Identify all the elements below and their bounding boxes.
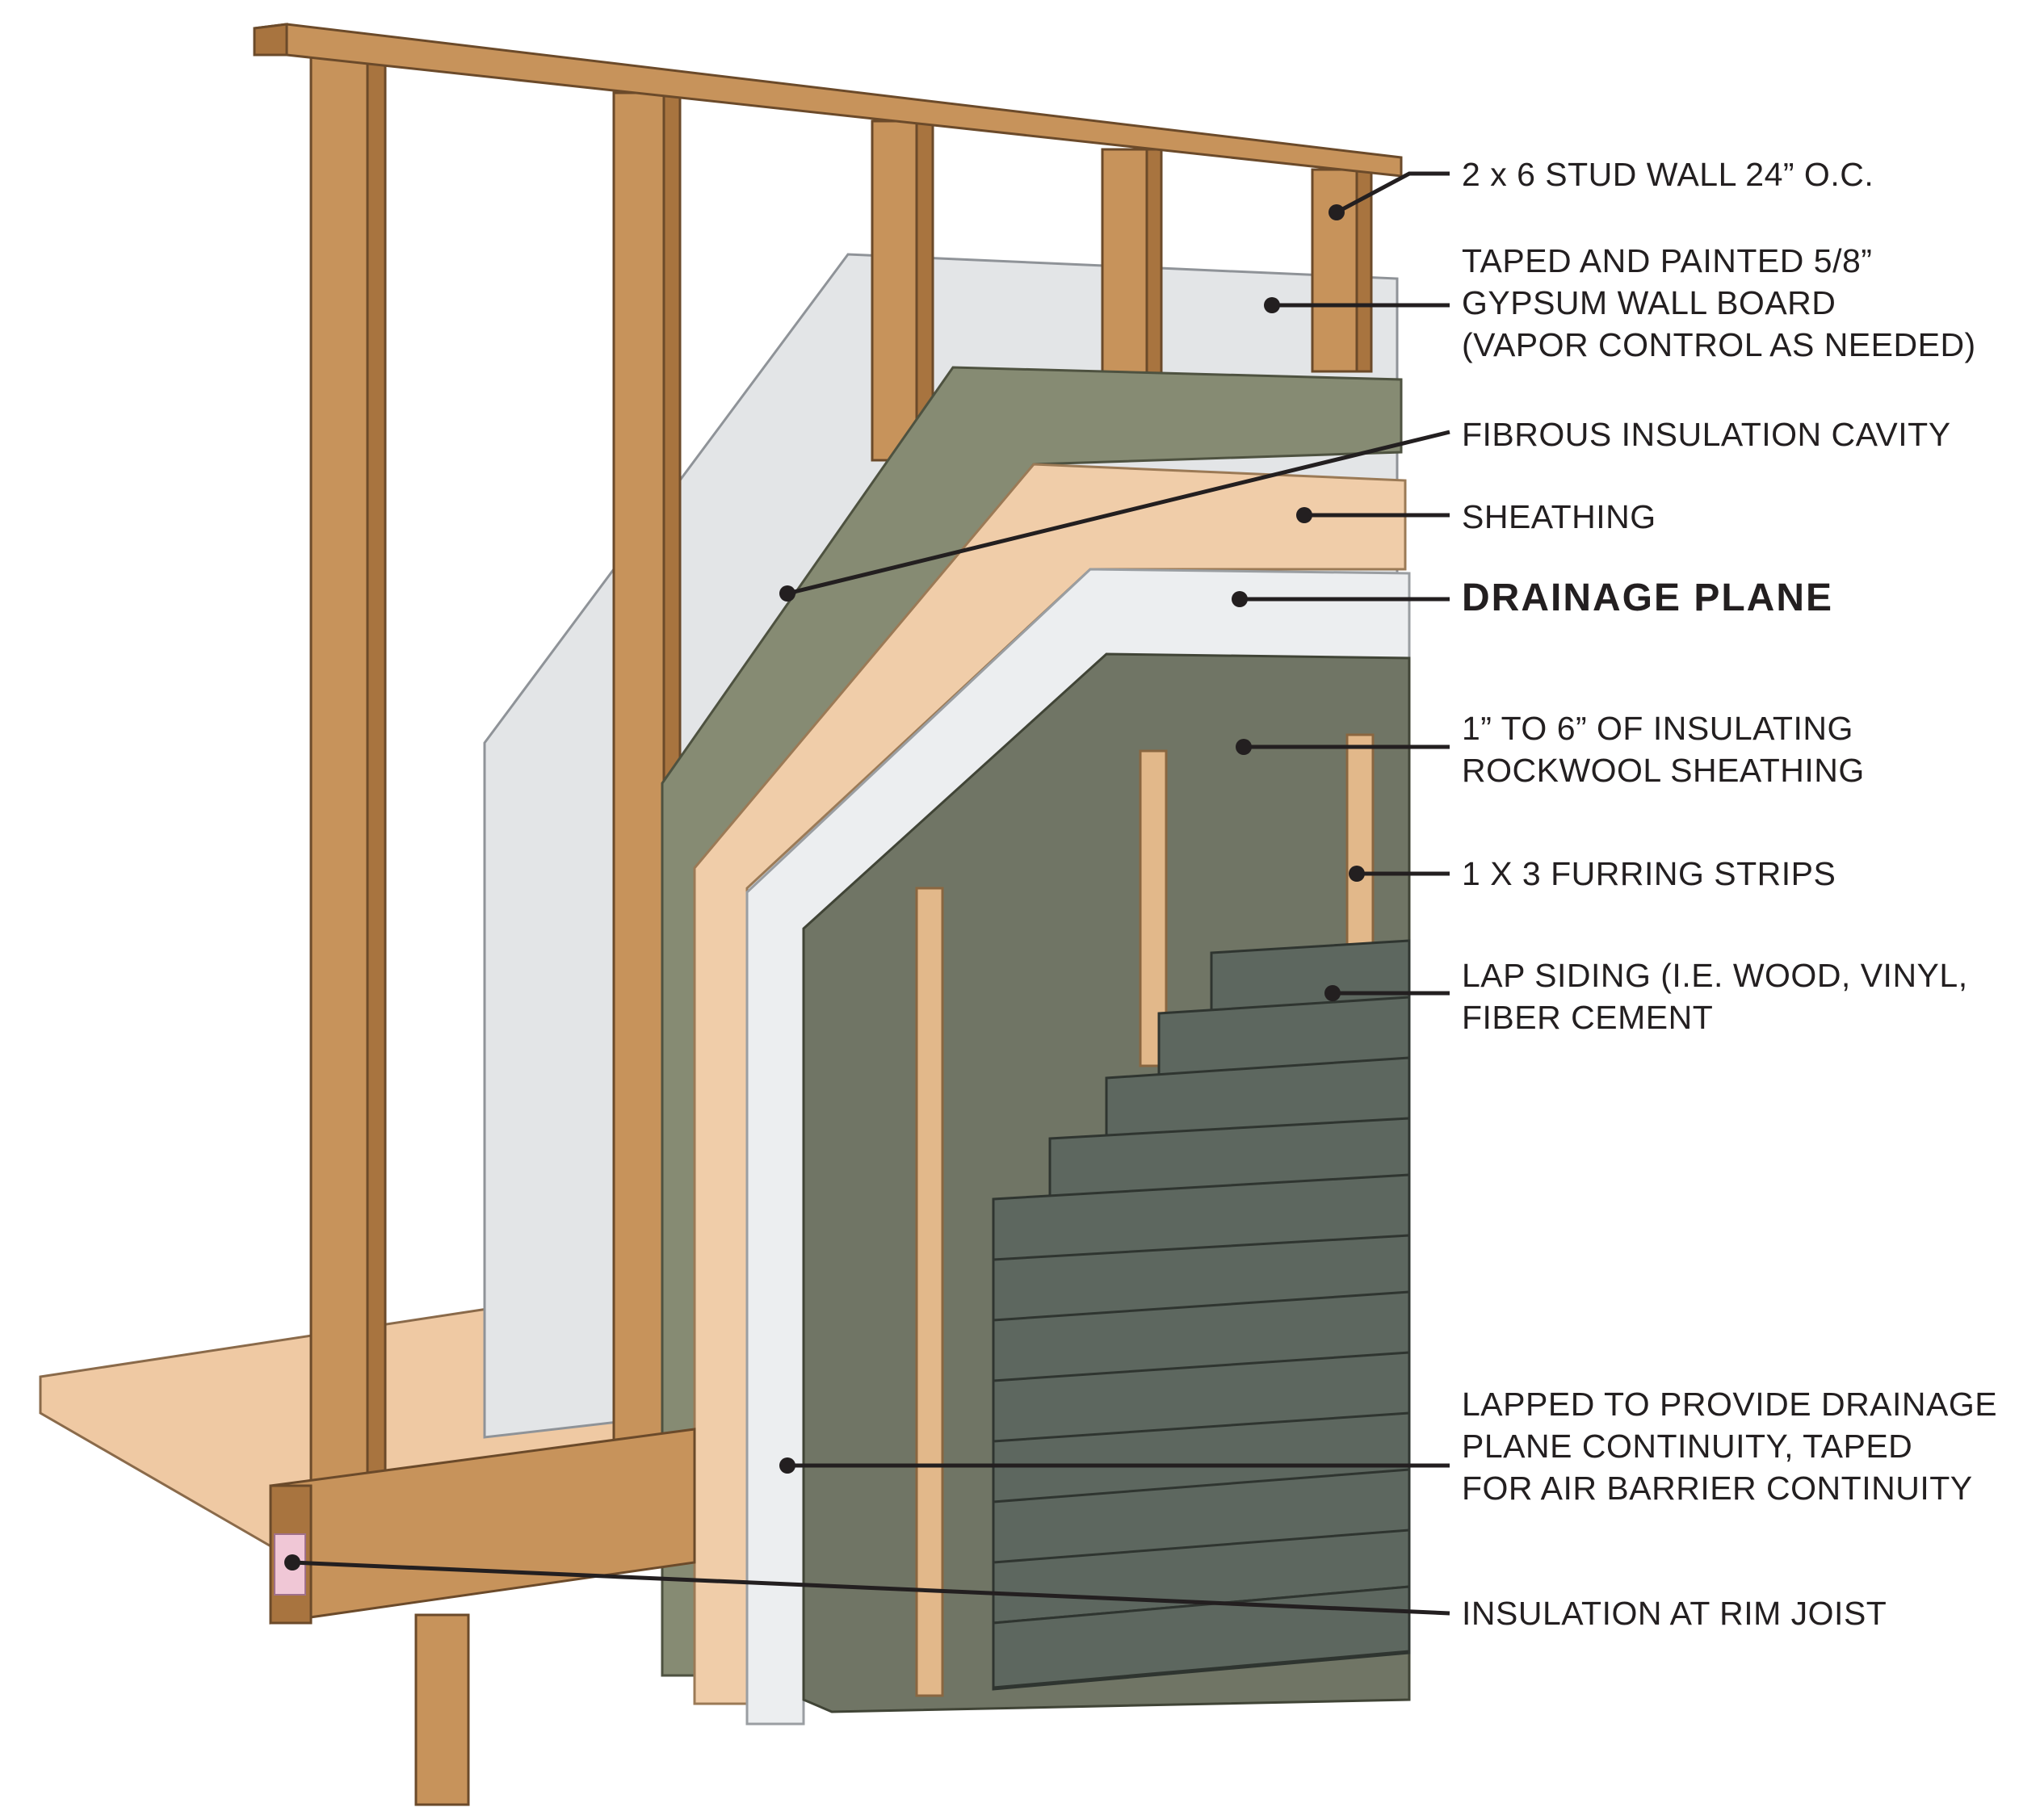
callout-line: LAPPED TO PROVIDE DRAINAGE [1462,1386,1998,1423]
callout-lap-siding: LAP SIDING (I.E. WOOD, VINYL, FIBER CEME… [1462,954,1968,1038]
callout-line: 2 x 6 STUD WALL 24” O.C. [1462,156,1874,193]
callout-rim-joist: INSULATION AT RIM JOIST [1462,1592,1887,1634]
leader-dot [779,585,795,602]
callout-line: FOR AIR BARRIER CONTINUITY [1462,1470,1973,1507]
leader-line [1335,171,1450,215]
callout-line: LAP SIDING (I.E. WOOD, VINYL, [1462,957,1968,994]
leader-lines [284,171,1450,1616]
lap-siding [992,939,1411,1691]
leader-line [292,1560,1450,1616]
callout-line: FIBER CEMENT [1462,999,1714,1036]
callout-line: SHEATHING [1462,498,1656,535]
siding-course [992,1585,1411,1689]
callout-furring-strips: 1 X 3 FURRING STRIPS [1462,853,1836,895]
stud [366,35,387,1524]
leader-dot [1232,591,1248,607]
furring-strip [1345,733,1375,946]
leader-dot [1349,866,1365,882]
callout-line: 1 X 3 FURRING STRIPS [1462,855,1836,892]
callout-rockwool: 1” TO 6” OF INSULATING ROCKWOOL SHEATHIN… [1462,707,1865,791]
furring-strip [915,887,944,1697]
callout-line: 1” TO 6” OF INSULATING [1462,710,1853,747]
leader-dot [1329,204,1345,220]
leader-dot [1296,507,1312,523]
callout-line: GYPSUM WALL BOARD [1462,284,1836,321]
leader-line [787,430,1450,596]
callout-line: (VAPOR CONTROL AS NEEDED) [1462,326,1976,363]
support-post [414,1613,470,1806]
leader-dot [1324,985,1341,1001]
stud [1311,168,1358,373]
leader-dot [284,1554,300,1570]
callout-sheathing: SHEATHING [1462,496,1656,538]
callout-gypsum: TAPED AND PAINTED 5/8” GYPSUM WALL BOARD… [1462,240,1976,366]
callout-fibrous-insulation: FIBROUS INSULATION CAVITY [1462,413,1951,455]
leader-dot [1236,739,1252,755]
leader-dot [779,1457,795,1474]
callout-line: DRAINAGE PLANE [1462,577,1834,619]
top-plate-end [253,23,288,57]
callout-line: FIBROUS INSULATION CAVITY [1462,416,1951,453]
stud [612,91,665,1467]
callout-line: TAPED AND PAINTED 5/8” [1462,242,1873,279]
callout-line: INSULATION AT RIM JOIST [1462,1595,1887,1632]
stud [1145,148,1163,377]
leader-dot [1264,297,1280,313]
callout-line: ROCKWOOL SHEATHING [1462,752,1865,789]
stud [309,35,369,1524]
callout-drainage-plane: DRAINAGE PLANE [1462,577,1833,619]
callout-stud-wall: 2 x 6 STUD WALL 24” O.C. [1462,153,1874,195]
stud [1101,148,1148,377]
stud [871,120,918,462]
callout-lapped-continuity: LAPPED TO PROVIDE DRAINAGE PLANE CONTINU… [1462,1383,1997,1509]
top-plate [253,23,1403,178]
callout-line: PLANE CONTINUITY, TAPED [1462,1428,1913,1465]
